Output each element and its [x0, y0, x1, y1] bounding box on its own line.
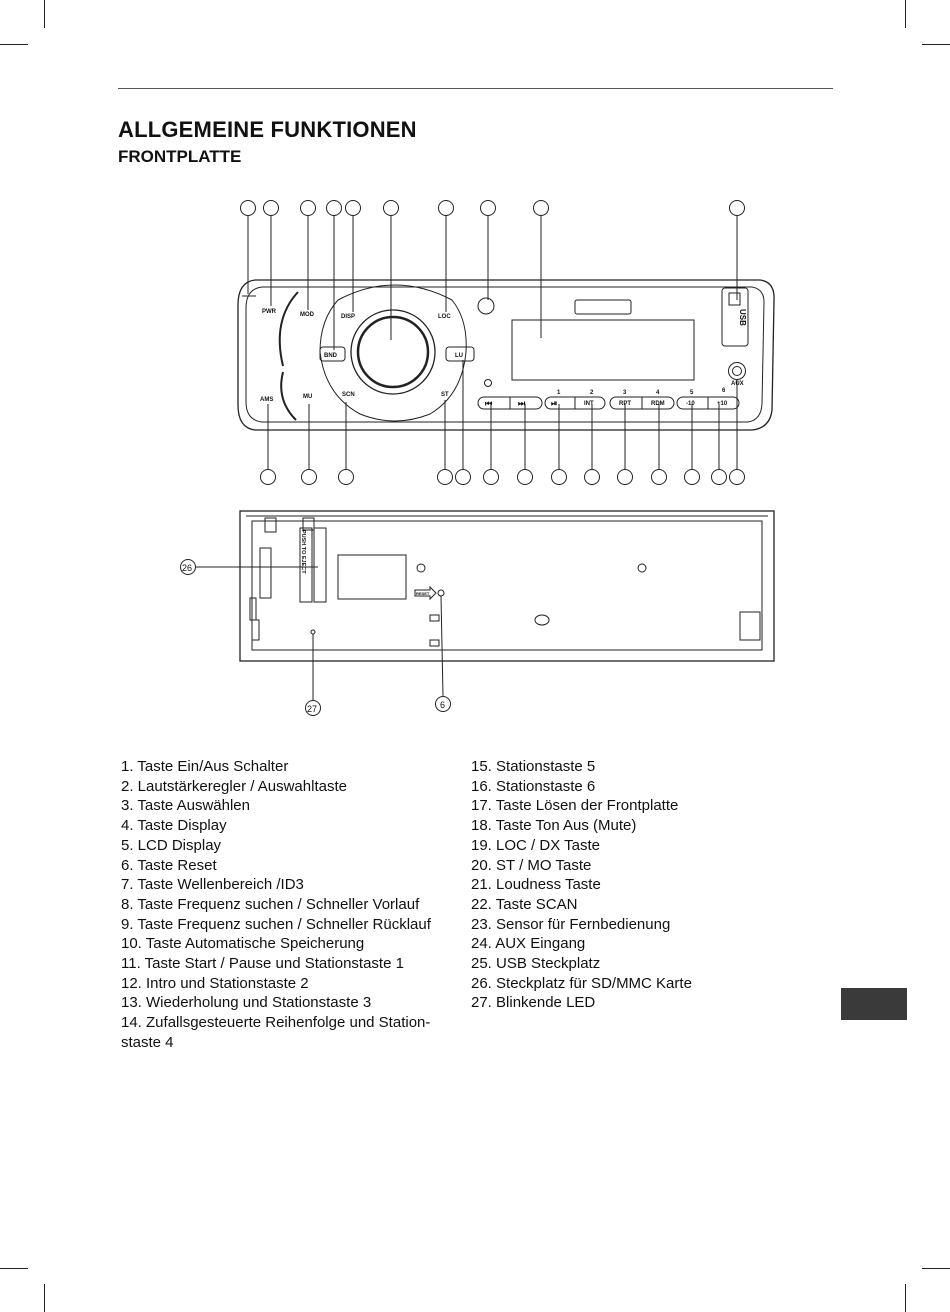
list-item: 4. Taste Display: [121, 817, 227, 835]
list-item: 1. Taste Ein/Aus Schalter: [121, 758, 289, 775]
play-pause-button-icon[interactable]: ⏯: [551, 399, 557, 408]
crop-mark: [0, 44, 28, 45]
crop-mark: [905, 0, 906, 28]
crop-mark: [44, 0, 45, 28]
front-panel-diagram: PWR MOD DISP LOC BND LU AMS MU SCN ST AU…: [237, 200, 775, 485]
list-item: 9. Taste Frequenz suchen / Schneller Rüc…: [121, 915, 431, 933]
preset-number: 6: [722, 388, 726, 394]
aux-label: AUX: [731, 381, 744, 387]
rpt-button-label[interactable]: RPT: [619, 401, 631, 407]
list-item: 12. Intro und Stationstaste 2: [121, 974, 309, 992]
section-title: FRONTPLATTE: [118, 147, 242, 166]
pwr-button-label[interactable]: PWR: [262, 309, 277, 315]
list-item: 24. AUX Eingang: [471, 935, 586, 953]
list-item: 26. Steckplatz für SD/MMC Karte: [471, 974, 692, 992]
list-item: 2. Lautstärkeregler / Auswahltaste: [121, 777, 347, 795]
list-item: 21. Loudness Taste: [471, 876, 601, 894]
list-item: 27. Blinkende LED: [471, 994, 596, 1012]
list-item: 17. Taste Lösen der Frontplatte: [471, 797, 679, 815]
crop-mark: [0, 1268, 28, 1269]
crop-mark: [922, 44, 950, 45]
plus10-button-label[interactable]: +10: [717, 401, 728, 407]
legend-right-column: 15. Stationstaste 5 16. Stationstaste 6 …: [471, 757, 801, 1013]
preset-number: 3: [623, 390, 627, 396]
prev-button-icon[interactable]: ⏮: [485, 399, 492, 408]
sd-slot-label: PUSH TO EJECT: [300, 530, 306, 574]
callout-number: 26: [182, 563, 192, 573]
chapter-tab: [841, 988, 907, 1020]
mu-button-label[interactable]: MU: [303, 394, 312, 400]
list-item: 14. Zufallsgesteuerte Reihenfolge und St…: [121, 1014, 431, 1051]
list-item: 15. Stationstaste 5: [471, 758, 596, 775]
list-item: 16. Stationstaste 6: [471, 777, 596, 795]
preset-number: 1: [557, 390, 561, 396]
page-title: ALLGEMEINE FUNKTIONEN: [118, 117, 417, 142]
list-item: 10. Taste Automatische Speicherung: [121, 935, 365, 953]
list-item: 5. LCD Display: [121, 836, 222, 854]
ams-button-label[interactable]: AMS: [260, 397, 273, 403]
crop-mark: [44, 1284, 45, 1312]
rdm-button-label[interactable]: RDM: [651, 401, 665, 407]
header-rule: [118, 88, 833, 89]
list-item: 8. Taste Frequenz suchen / Schneller Vor…: [121, 895, 420, 913]
list-item: 7. Taste Wellenbereich /ID3: [121, 876, 304, 894]
usb-port-label: USB: [738, 309, 747, 326]
list-item: 6. Taste Reset: [121, 856, 217, 874]
list-item: 11. Taste Start / Pause und Stationstast…: [121, 955, 404, 973]
list-item: 18. Taste Ton Aus (Mute): [471, 817, 637, 835]
legend-left-column: 1. Taste Ein/Aus Schalter 2. Lautstärker…: [121, 757, 471, 1053]
list-item: 22. Taste SCAN: [471, 895, 578, 913]
scn-button-label[interactable]: SCN: [342, 392, 355, 398]
list-item: 25. USB Steckplatz: [471, 955, 601, 973]
list-item: 3. Taste Auswählen: [121, 797, 250, 815]
lu-button-label[interactable]: LU: [455, 353, 463, 359]
preset-number: 4: [656, 390, 660, 396]
int-button-label[interactable]: INT: [584, 401, 594, 407]
crop-mark: [922, 1268, 950, 1269]
mod-button-label[interactable]: MOD: [300, 312, 315, 318]
list-item: 20. ST / MO Taste: [471, 856, 592, 874]
loc-button-label[interactable]: LOC: [438, 314, 451, 320]
preset-number: 5: [690, 390, 694, 396]
reset-label: RESET: [416, 591, 430, 596]
callout-number: 6: [440, 700, 445, 710]
crop-mark: [905, 1284, 906, 1312]
minus10-button-label[interactable]: -10: [686, 401, 695, 407]
callout-number: 27: [307, 704, 317, 714]
list-item: 23. Sensor für Fernbedienung: [471, 915, 671, 933]
list-item: 13. Wiederholung und Stationstaste 3: [121, 994, 372, 1012]
list-item: 19. LOC / DX Taste: [471, 836, 600, 854]
next-button-icon[interactable]: ⏭: [518, 399, 526, 408]
preset-number: 2: [590, 390, 594, 396]
back-panel-diagram: 26 27 6 PUSH TO EJECT RESET: [180, 510, 775, 716]
bnd-button-label[interactable]: BND: [324, 353, 338, 359]
disp-button-label[interactable]: DISP: [341, 314, 355, 320]
st-button-label[interactable]: ST: [441, 392, 449, 398]
